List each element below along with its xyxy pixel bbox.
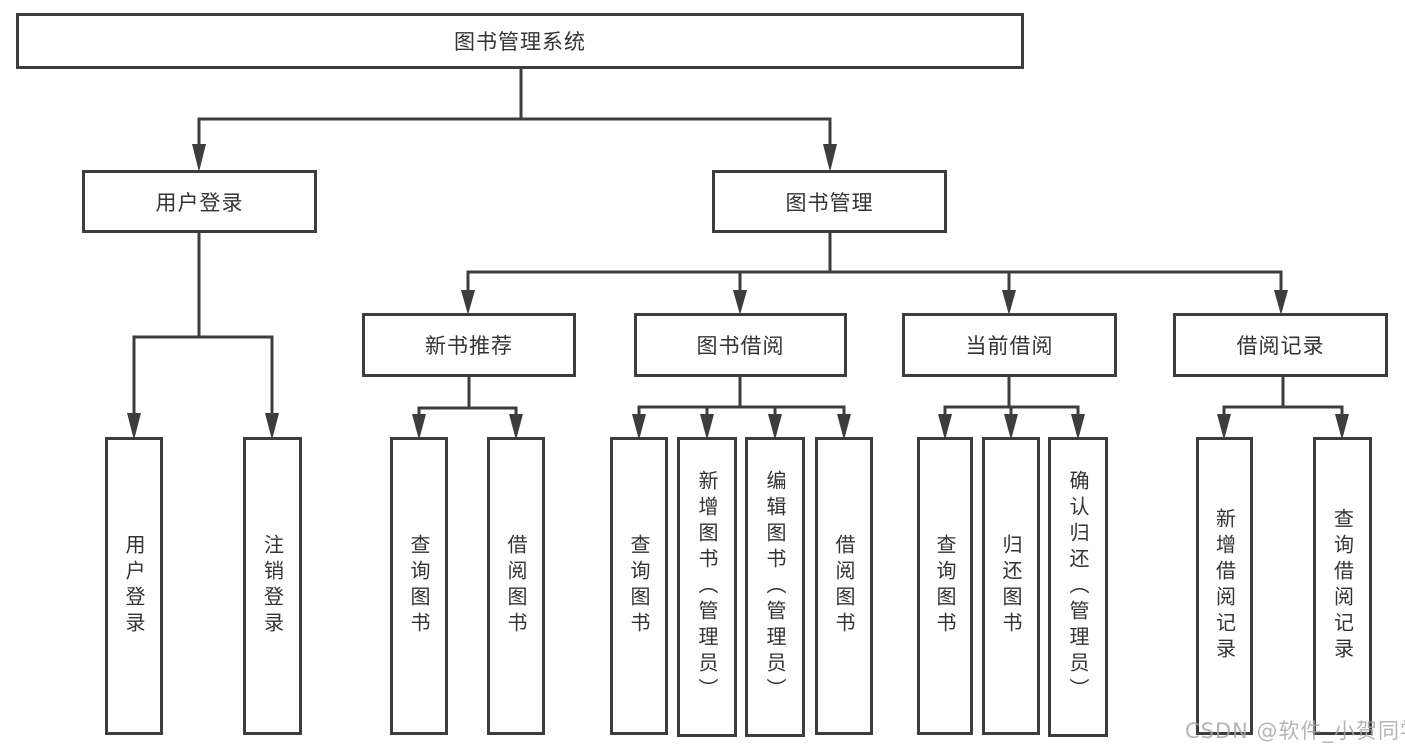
leaf-record-add-borrow-record: 新增借阅记录 (1196, 437, 1253, 735)
leaf-current-query-books: 查询图书 (917, 437, 973, 735)
leaf-newbook-query-books: 查询图书 (390, 437, 448, 735)
leaf-current-return-books: 归还图书 (982, 437, 1040, 735)
node-book-management: 图书管理 (712, 170, 947, 233)
node-book-borrow: 图书借阅 (634, 313, 847, 377)
node-current-borrow: 当前借阅 (902, 313, 1117, 377)
leaf-record-query-borrow-record: 查询借阅记录 (1313, 437, 1372, 735)
leaf-logout: 注销登录 (243, 437, 302, 735)
leaf-newbook-borrow-books: 借阅图书 (487, 437, 545, 735)
node-borrow-record: 借阅记录 (1173, 313, 1388, 377)
leaf-borrow-edit-books-admin: 编辑图书（管理员） (745, 437, 805, 737)
csdn-watermark: CSDN @软件_小贺同学 (1185, 719, 1405, 743)
node-user-login: 用户登录 (82, 170, 317, 233)
leaf-borrow-borrow-books: 借阅图书 (815, 437, 873, 735)
leaf-user-login: 用户登录 (105, 437, 163, 735)
node-root-library-system: 图书管理系统 (16, 13, 1024, 69)
leaf-borrow-query-books: 查询图书 (610, 437, 668, 735)
leaf-current-confirm-return-admin: 确认归还（管理员） (1048, 437, 1108, 737)
arrowheads (127, 144, 1349, 440)
node-new-book-recommend: 新书推荐 (362, 313, 576, 377)
leaf-borrow-add-books-admin: 新增图书（管理员） (677, 437, 737, 737)
